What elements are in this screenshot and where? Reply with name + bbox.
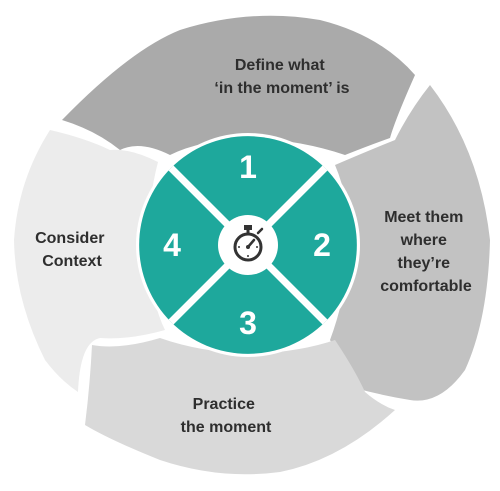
number-1: 1 (239, 149, 257, 185)
number-2: 2 (313, 227, 331, 263)
quadrant-1 (171, 136, 325, 245)
label-bottom-line-1: Practice (193, 396, 255, 413)
quadrant-3 (171, 245, 325, 354)
stopwatch-icon (233, 225, 264, 262)
label-right-line-4: comfortable (380, 278, 472, 295)
label-top-line-1: Define what (235, 57, 325, 74)
number-3: 3 (239, 305, 257, 341)
label-right-line-1: Meet them (384, 209, 463, 226)
label-left-line-2: Context (42, 253, 102, 270)
label-right: Meet them where they’re comfortable (380, 209, 472, 295)
segment-bottom (85, 338, 395, 475)
label-right-line-3: they’re (398, 255, 451, 272)
number-4: 4 (163, 227, 181, 263)
quadrant-2 (248, 168, 357, 322)
label-bottom: Practice the moment (181, 396, 272, 436)
quadrant-4 (139, 168, 248, 322)
label-left: Consider Context (35, 230, 109, 270)
label-top: Define what ‘in the moment’ is (214, 57, 349, 97)
segment-right (330, 85, 490, 401)
label-right-line-2: where (400, 232, 447, 249)
label-left-line-1: Consider (35, 230, 104, 247)
label-top-line-2: ‘in the moment’ is (214, 80, 349, 97)
segment-left (14, 130, 165, 392)
segment-top (62, 15, 415, 155)
label-bottom-line-2: the moment (181, 419, 272, 436)
